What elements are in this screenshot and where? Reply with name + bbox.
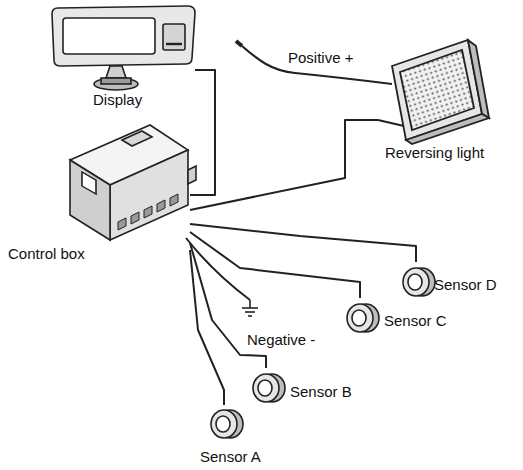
control-box-unit: [70, 125, 196, 240]
terminal-label: Negative -: [245, 331, 317, 348]
cable: [190, 232, 360, 298]
cable: [190, 120, 378, 210]
part-label: Sensor B: [290, 383, 352, 400]
display-label-box: Display: [45, 2, 195, 110]
part-label: Control box: [8, 245, 85, 262]
lamp-label-box: Reversing light: [378, 30, 518, 165]
control-box: Control box: [5, 122, 190, 265]
display-unit: [52, 6, 195, 90]
terminal-label: Positive +: [286, 49, 355, 66]
part-label: Reversing light: [385, 144, 484, 161]
sensor-box: Sensor A: [195, 405, 280, 467]
sensor-box: Sensor B: [248, 368, 378, 408]
cable: [190, 224, 416, 262]
positive-wire: [242, 46, 392, 84]
sensor-icons: [211, 268, 435, 438]
lamp-wire: [378, 120, 404, 126]
part-label: Sensor C: [384, 312, 447, 329]
positive-wire-end: [236, 41, 242, 46]
ground-symbol: [242, 300, 258, 316]
part-label: Sensor D: [434, 276, 497, 293]
ground-wire: [186, 238, 250, 300]
part-label: Sensor A: [200, 448, 261, 465]
sensor-box: Sensor D: [398, 262, 518, 302]
part-label: Display: [93, 91, 142, 108]
reversing-lamp: [392, 40, 489, 144]
sensor-box: Sensor C: [343, 298, 463, 338]
cable: [190, 243, 266, 368]
